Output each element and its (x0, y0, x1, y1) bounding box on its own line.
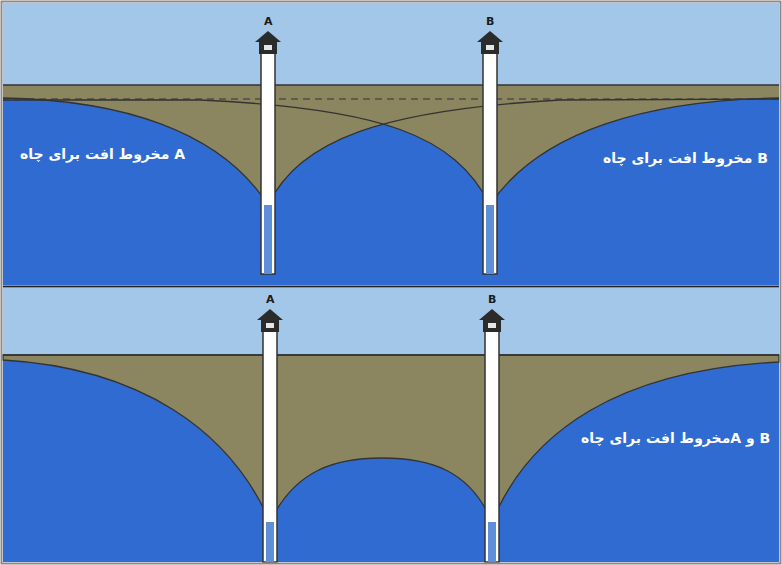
well-house (259, 42, 277, 54)
well-window (488, 323, 496, 328)
ground-surface (3, 354, 779, 356)
cone-region-a (3, 85, 779, 205)
panel-divider (3, 286, 779, 288)
cone-b-outline (3, 98, 779, 205)
well-letter: B (486, 15, 494, 28)
well-roof (479, 309, 505, 320)
well-window (264, 45, 272, 50)
well-window (266, 323, 274, 328)
sky (3, 288, 779, 355)
well-letter: B (488, 293, 496, 306)
well-pipe (485, 330, 499, 562)
ground-surface (3, 84, 779, 86)
well-screen (486, 205, 494, 274)
well-screen (266, 522, 274, 562)
well-roof (257, 309, 283, 320)
well-window (486, 45, 494, 50)
well-pipe (263, 330, 277, 562)
sky (3, 3, 779, 85)
cone-label: مخروط افت برای چاهA و B (581, 430, 770, 446)
well-letter: A (264, 15, 273, 28)
well-letter: A (266, 293, 275, 306)
aquifer-water (3, 3, 779, 285)
cone-region-b (3, 85, 779, 205)
well-screen (488, 522, 496, 562)
well-pipe (483, 52, 497, 274)
well-house (261, 320, 279, 332)
well-roof (477, 31, 503, 42)
combined-cone (3, 355, 779, 522)
well-house (483, 320, 501, 332)
well-screen (264, 205, 272, 274)
cone-label: مخروط افت برای چاه A (20, 146, 185, 162)
well-pipe (261, 52, 275, 274)
cone-a-outline (3, 98, 779, 205)
well-roof (255, 31, 281, 42)
aquifer-water (3, 288, 779, 562)
well-house (481, 42, 499, 54)
cone-label: مخروط افت برای چاه B (603, 150, 768, 166)
